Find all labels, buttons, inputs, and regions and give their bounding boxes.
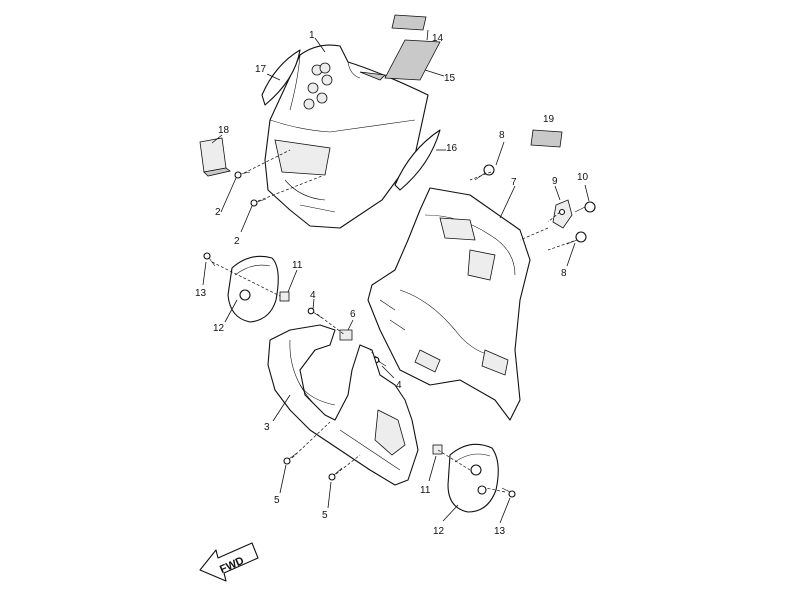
callout-leaders [202,29,590,524]
callout-4-upper: 4 [310,290,316,301]
part-12-mirror-cover-right [447,443,499,513]
callout-15: 15 [444,73,456,84]
callout-13-right: 13 [494,526,506,537]
part-12-mirror-cover-left [227,255,279,323]
callout-4-lower: 4 [396,380,402,391]
callout-17: 17 [255,64,267,75]
callout-12-right: 12 [433,526,445,537]
part-2-screw-upper [234,171,251,179]
part-3-lower-panel [267,324,419,486]
callout-18: 18 [218,125,230,136]
callout-1: 1 [309,30,315,41]
callout-8-upper: 8 [499,130,505,141]
callout-6: 6 [350,309,356,320]
fwd-arrow-icon: FWD [199,542,259,582]
part-13-screw-right [501,487,516,498]
callout-10: 10 [577,172,589,183]
assembly-dashed-lines [211,149,575,493]
part-18-pad [199,137,231,177]
part-8-screw-lower [566,231,587,245]
part-7-inner-panel [367,187,531,421]
callout-12-left: 12 [213,323,225,334]
part-4-screw-upper [307,307,323,319]
part-11-nut-right [432,444,443,455]
part-6-clip [339,329,353,341]
callout-13-left: 13 [195,288,207,299]
part-10-screw [574,201,596,213]
callout-labels: 1 14 15 17 18 16 19 8 2 2 7 9 10 8 13 11… [195,30,589,537]
part-15-decal [384,39,441,81]
callout-16: 16 [446,143,458,154]
part-2-screw-lower [250,198,267,207]
callout-9: 9 [552,176,558,187]
part-16-side-decal [394,129,441,191]
part-14-small-decal [391,14,427,31]
callout-5-right: 5 [322,510,328,521]
callout-7: 7 [511,177,517,188]
callout-14: 14 [432,33,444,44]
part-5-screw-left [283,452,298,465]
callout-19: 19 [543,114,555,125]
part-11-nut-left [279,291,290,302]
callout-2-upper: 2 [215,207,221,218]
callout-11-right: 11 [420,485,431,496]
callout-5-left: 5 [274,495,280,506]
callout-2-lower: 2 [234,236,240,247]
callout-11-left: 11 [292,260,303,271]
part-8-screw-upper [474,164,495,181]
callout-8-lower: 8 [561,268,567,279]
part-19-decal [530,129,563,148]
callout-3: 3 [264,422,270,433]
part-9-bracket [552,199,573,229]
part-5-screw-right [328,467,343,481]
